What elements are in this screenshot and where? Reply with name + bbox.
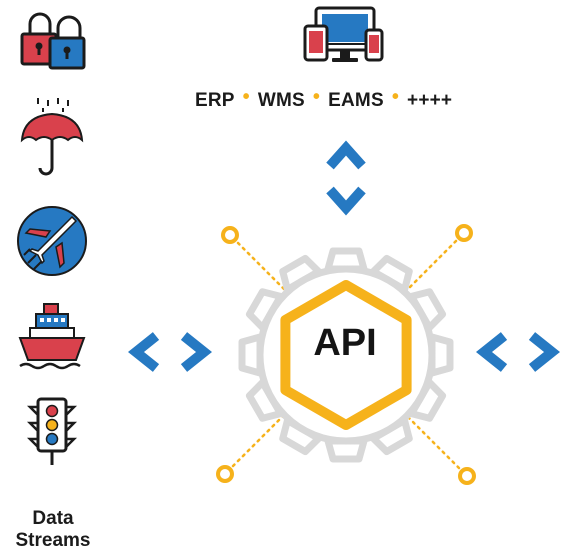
data-streams-line1: Data	[32, 508, 74, 529]
system-label-wms: WMS	[257, 90, 305, 111]
connector-node-tr	[455, 224, 473, 242]
gear-icon	[238, 247, 454, 463]
system-label-eams: EAMS	[328, 90, 384, 111]
system-labels: ERP • WMS • EAMS • ++++	[195, 86, 495, 112]
devices-icon	[303, 6, 384, 62]
ship-icon	[18, 303, 86, 370]
connector-node-tl	[221, 226, 239, 244]
api-label: API	[313, 322, 377, 364]
separator-dot: •	[242, 86, 250, 108]
separator-dot: •	[391, 86, 400, 108]
system-label-more: ++++	[407, 90, 453, 111]
umbrella-icon	[20, 98, 84, 176]
right-arrows-icon	[475, 332, 561, 372]
airplane-icon	[17, 206, 87, 276]
separator-dot: •	[312, 86, 321, 108]
lock-icon	[20, 12, 86, 70]
hexagon-frame	[280, 280, 412, 430]
traffic-light-icon	[26, 397, 78, 465]
api-hub-diagram	[216, 224, 476, 485]
connector-node-br	[458, 467, 476, 485]
left-arrows-icon	[127, 332, 213, 372]
vertical-arrows-icon	[326, 140, 366, 216]
data-streams-label: Data Streams	[8, 508, 98, 552]
connector-node-bl	[216, 465, 234, 483]
data-streams-line2: Streams	[15, 530, 91, 551]
system-label-erp: ERP	[195, 90, 235, 111]
